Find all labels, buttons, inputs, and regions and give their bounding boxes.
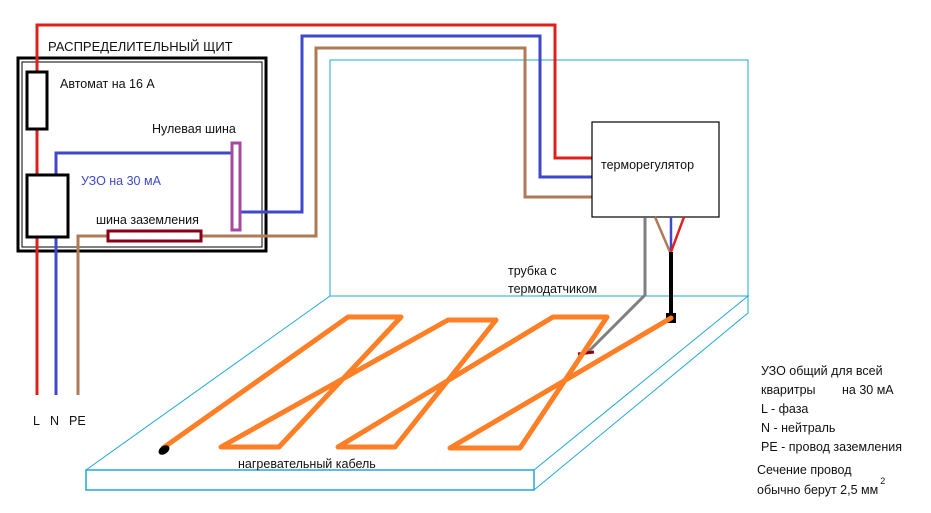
legend-line5: PE - провод заземления [761, 440, 902, 454]
heating-cable [160, 314, 674, 451]
neutral-wire-rcd [54, 151, 232, 175]
sensor-label-line2: термодатчиком [508, 282, 597, 296]
sensor-tube [586, 218, 647, 354]
legend-note1: Сечение провод [757, 463, 852, 477]
neutral-bus-label: Нулевая шина [152, 122, 236, 136]
rcd-device [25, 173, 70, 239]
ground-bus [106, 229, 203, 243]
label-l: L [33, 414, 40, 428]
thermostat-output-wires [653, 216, 686, 315]
legend-line1: УЗО общий для всей [761, 364, 883, 378]
neutral-bus [230, 141, 242, 232]
legend-line2a: кваритры [761, 383, 816, 397]
neutral-wire-thermostat [240, 34, 592, 214]
thermostat-label: терморегулятор [601, 158, 694, 172]
ground-wire-thermostat [201, 46, 592, 238]
ground-bus-label: шина заземления [96, 213, 199, 227]
heating-cable-label: нагревательный кабель [238, 457, 376, 471]
legend-notes: УЗО общий для всей кваритры на 30 мА L -… [757, 364, 902, 497]
distribution-panel [16, 56, 268, 253]
label-n: N [50, 414, 59, 428]
breaker-label: Автомат на 16 А [60, 77, 155, 91]
legend-line4: N - нейтраль [761, 421, 835, 435]
floor-slab [85, 295, 750, 491]
ground-wire-incoming [76, 234, 108, 395]
legend-note2-sup: 2 [880, 476, 885, 486]
legend-line3: L - фаза [761, 402, 808, 416]
panel-title: РАСПРЕДЕЛИТЕЛЬНЫЙ ЩИТ [48, 39, 233, 54]
label-pe: PE [69, 414, 86, 428]
rcd-label: УЗО на 30 мА [81, 174, 162, 188]
circuit-breaker [25, 70, 49, 131]
legend-note2: обычно берут 2,5 мм [757, 483, 878, 497]
phase-wire [35, 23, 592, 395]
cable-end-cap [158, 445, 170, 455]
legend-line2b: на 30 мА [842, 383, 894, 397]
sensor-label-line1: трубка с [508, 264, 557, 278]
